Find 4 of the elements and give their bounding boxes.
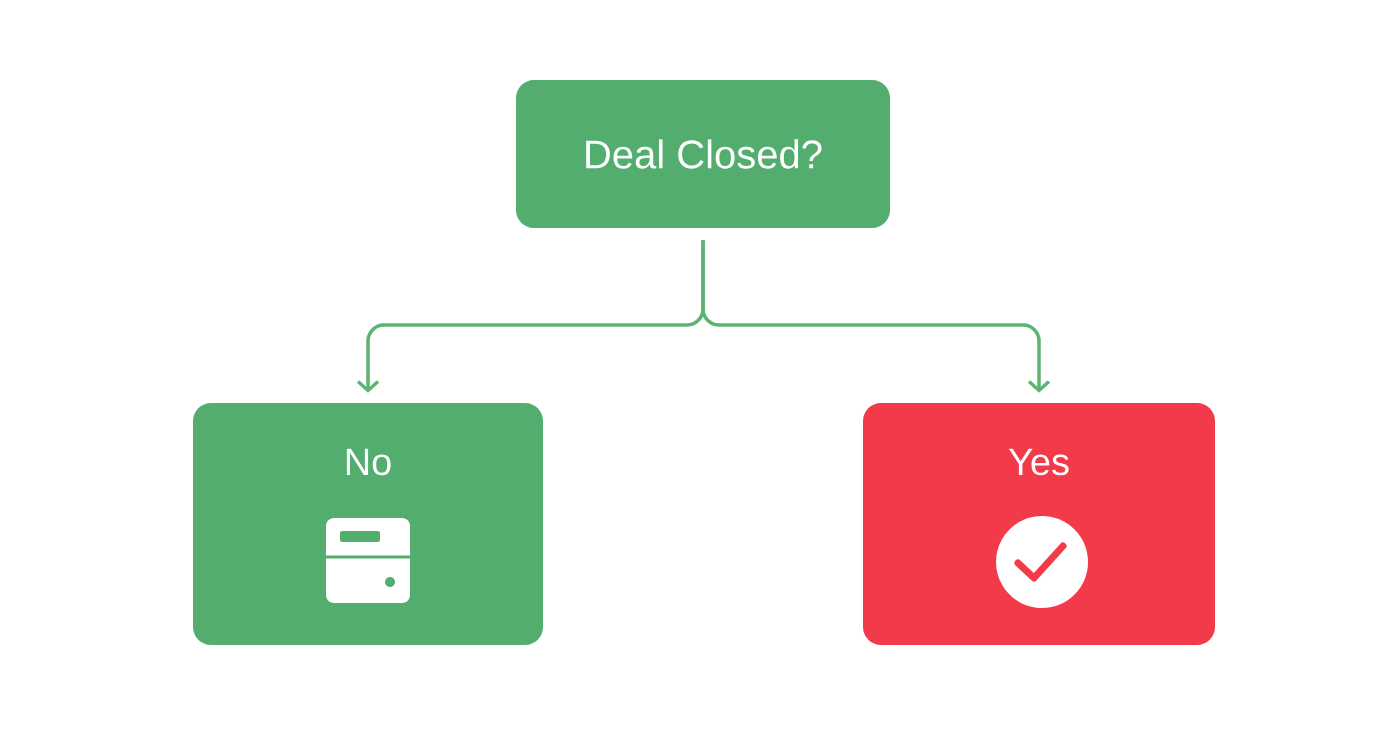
decision-box: Deal Closed?: [516, 80, 890, 228]
outcome-box: No: [193, 403, 543, 645]
arrow: [701, 240, 1051, 393]
outcome-box: Yes: [863, 403, 1215, 645]
